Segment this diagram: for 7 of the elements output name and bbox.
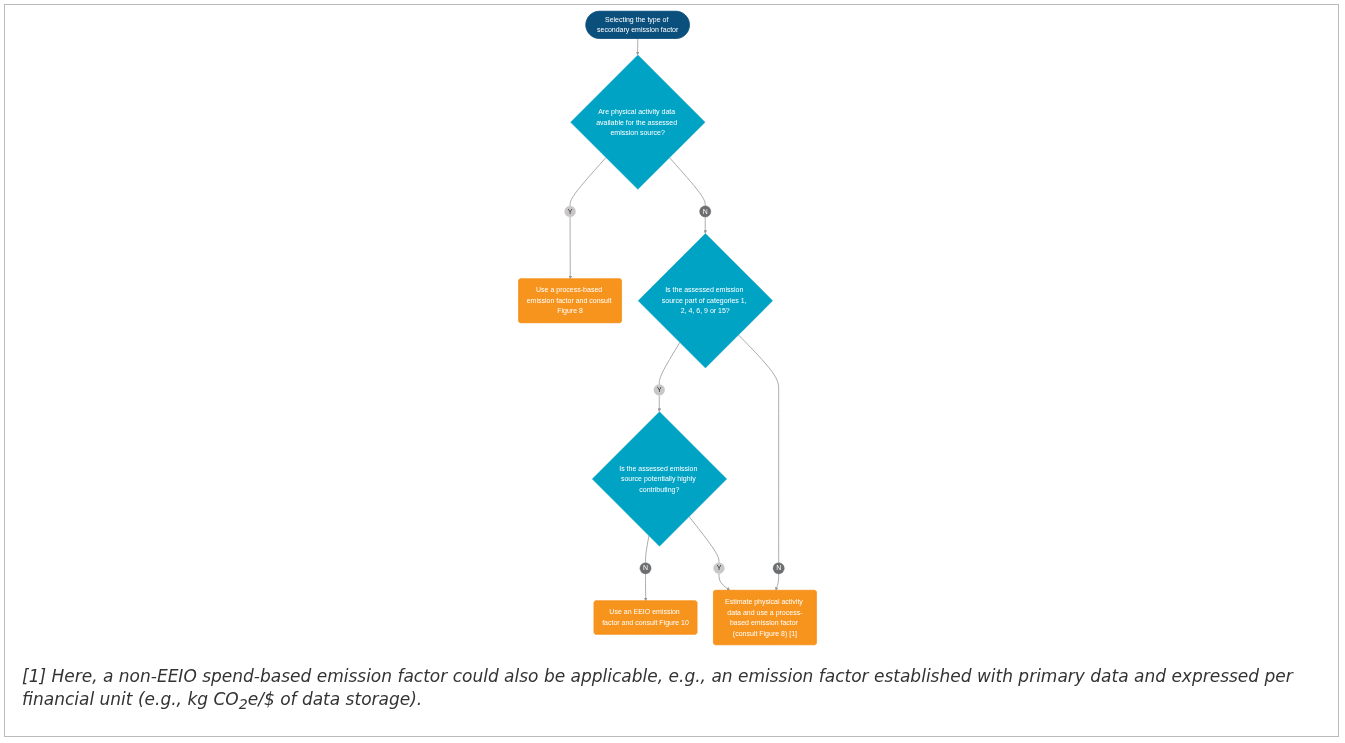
connector bbox=[669, 157, 706, 207]
connector bbox=[737, 334, 780, 564]
connector bbox=[658, 342, 681, 385]
connector bbox=[645, 535, 650, 564]
connector bbox=[569, 157, 607, 207]
connector bbox=[688, 516, 720, 564]
footnote: [1] Here, a non-EEIO spend-based emission factor could also be applicable, e.g., an emission factor established with primary data and expressed per financial unit (e.g., kg CO$_{2}$e/$ of data storage). bbox=[22, 665, 1295, 715]
